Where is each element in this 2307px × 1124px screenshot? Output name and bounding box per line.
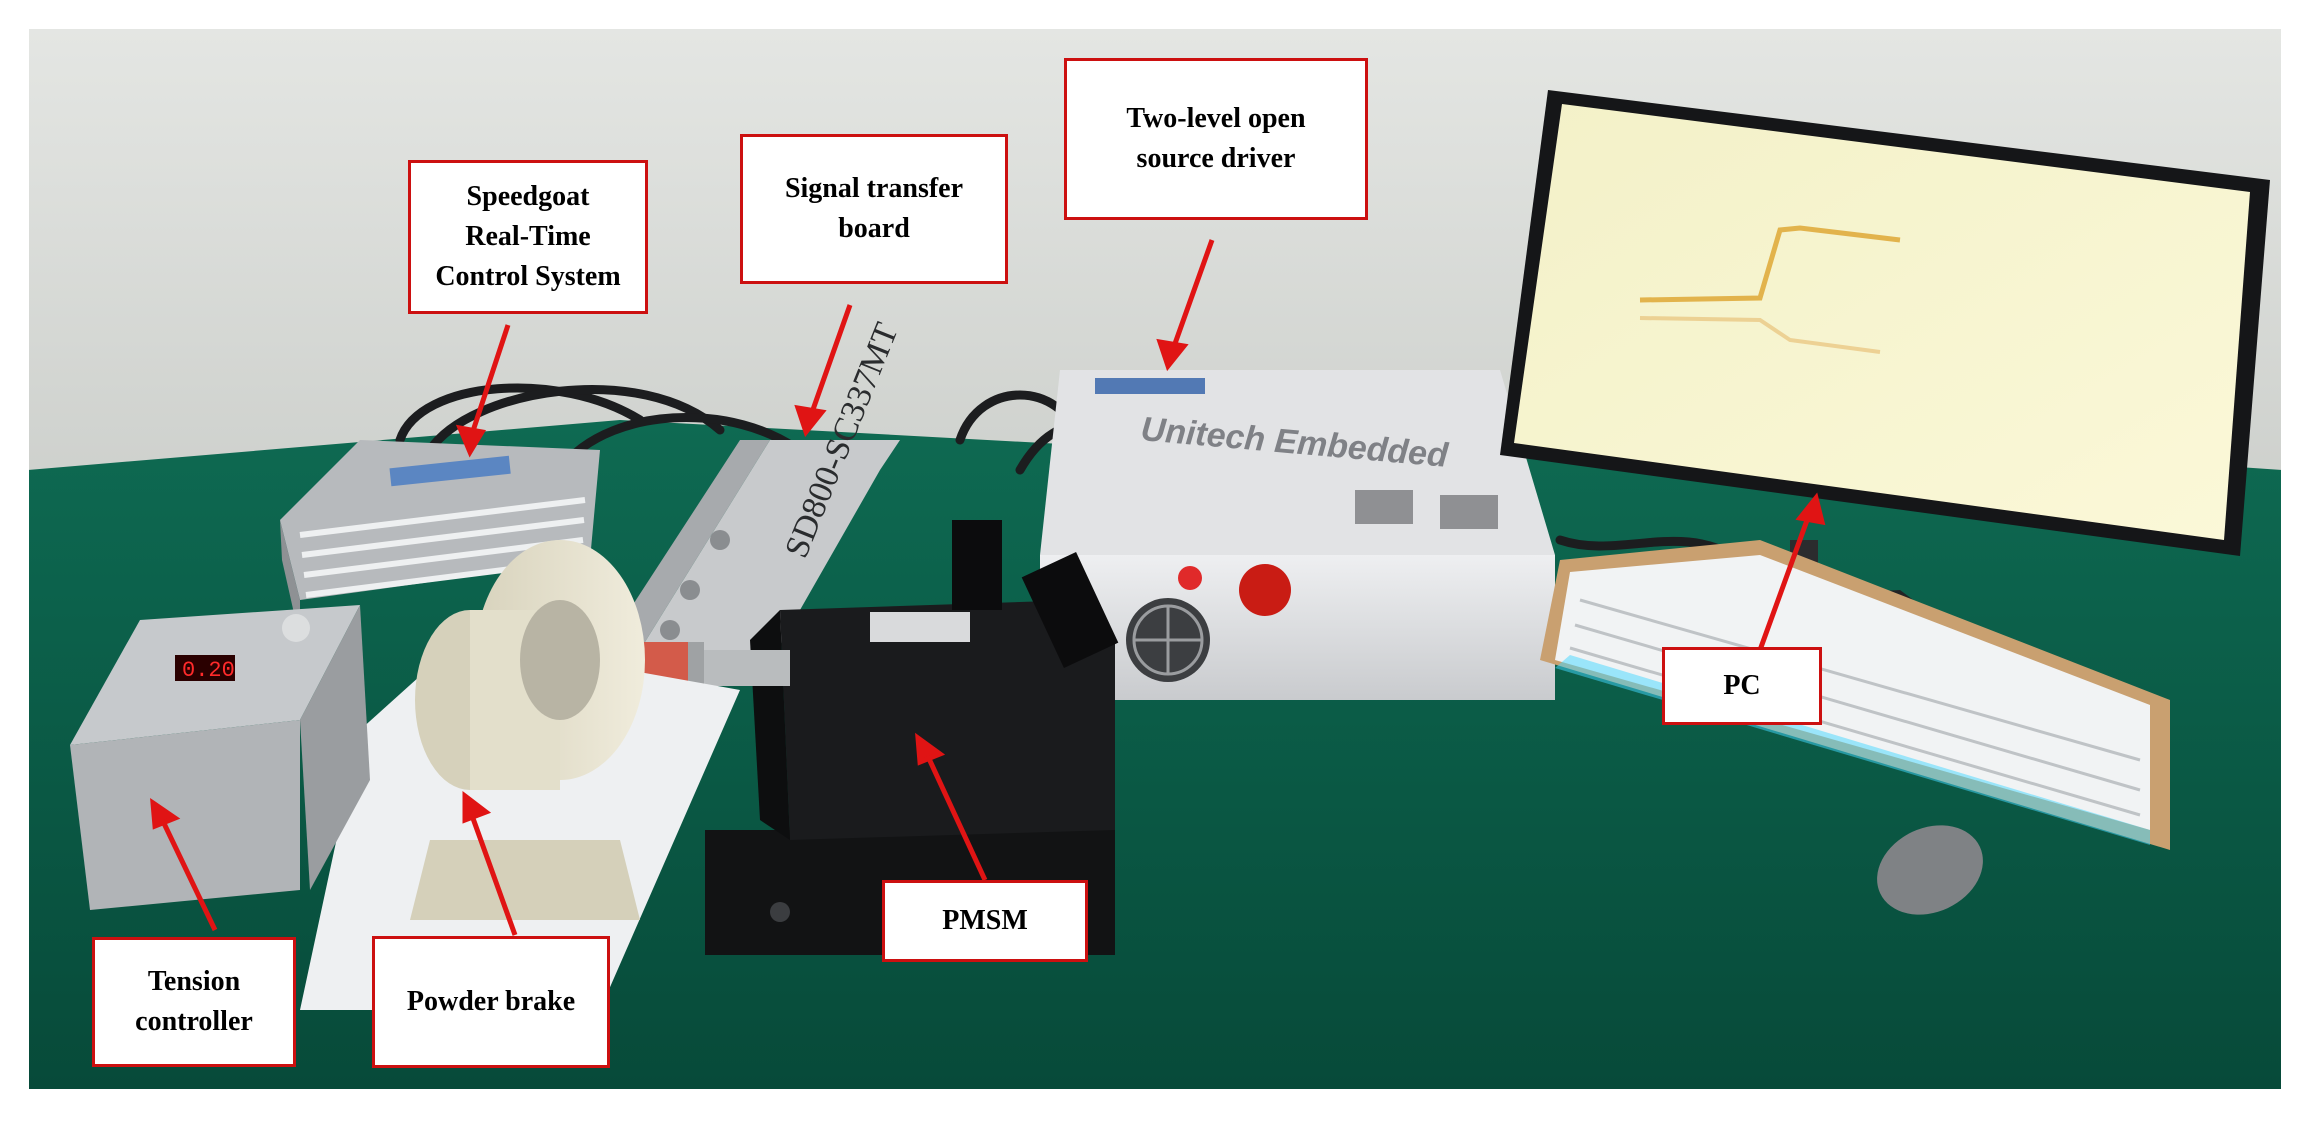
- open-source-driver-box: Unitech Embedded: [1040, 370, 1555, 700]
- label-powder-brake: Powder brake: [372, 936, 610, 1068]
- label-pmsm: PMSM: [882, 880, 1088, 962]
- mouse: [1877, 825, 1983, 915]
- pc-monitor: [1500, 90, 2270, 630]
- powder-brake: [410, 540, 645, 920]
- photo-frame: [27, 27, 2283, 1091]
- label-pc: PC: [1662, 647, 1822, 725]
- tension-controller: 0.20: [70, 605, 370, 910]
- pointer-arrows: [150, 239, 1826, 936]
- controller-display: 0.20: [182, 658, 235, 683]
